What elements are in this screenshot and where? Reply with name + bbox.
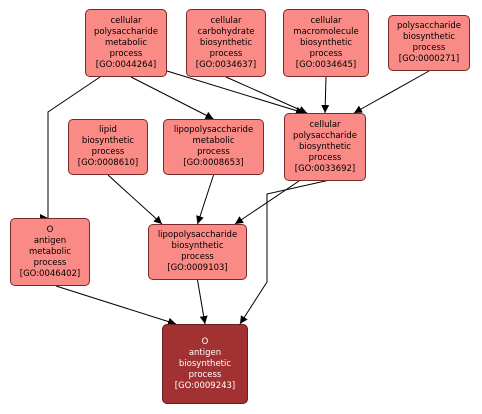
edge-go0009103-to-go0009243 (197, 279, 208, 325)
edge-go0046402-to-go0009243 (55, 285, 177, 326)
node-label-line: process (188, 369, 222, 380)
node-label-line: polysaccharide (396, 21, 462, 31)
go-id-label: [GO:0008653] (183, 158, 244, 168)
edge-go0008653-to-go0009103 (196, 174, 214, 225)
node-label-line: metabolic (104, 37, 148, 48)
node-label-line: O (201, 336, 209, 347)
node-label-line: process (309, 48, 343, 59)
edge-go0033692-to-go0009243 (239, 172, 362, 325)
edge-go0034637-to-go0033692 (225, 76, 308, 114)
node-label-line: cellular (110, 15, 142, 26)
node-label-line: O (46, 224, 54, 235)
go-id-label: [GO:0046402] (19, 268, 81, 279)
edge-go0008610-to-go0009103 (107, 174, 163, 225)
node-label-line: biosynthetic (299, 37, 353, 48)
node-label-line: biosynthetic (178, 358, 232, 369)
node-label-line: polysaccharide (292, 130, 358, 141)
node-label-line: biosynthetic (402, 32, 456, 42)
node-label-line: process (412, 43, 446, 53)
node-label-line: cellular (310, 15, 342, 26)
node-label-line: antigen (33, 235, 67, 246)
node-label-line: process (109, 48, 143, 59)
go-id-label: [GO:0000271] (398, 54, 460, 64)
node-label-line: biosynthetic (171, 241, 224, 251)
node-label-line: carbohydrate (197, 26, 255, 37)
edge-go0044264-to-go0008653 (130, 76, 214, 120)
node-label-line: lipid (99, 125, 117, 135)
go-id-label: [GO:0034637] (195, 59, 257, 70)
go-id-label: [GO:0008610] (77, 158, 139, 168)
node-label-line: cellular (309, 119, 341, 130)
node-label-line: biosynthetic (199, 37, 253, 48)
go-id-label: [GO:0044264] (95, 59, 157, 70)
node-label-line: lipopolysaccharide (157, 230, 238, 240)
go-id-label: [GO:0033692] (294, 163, 356, 174)
node-label-line: process (33, 257, 67, 268)
edge-go0044264-to-go0046402 (44, 76, 101, 218)
go-id-label: [GO:0009243] (174, 380, 236, 391)
node-label-line: metabolic (192, 136, 235, 146)
go-id-label: [GO:0009103] (167, 263, 228, 273)
node-label-line: biosynthetic (298, 141, 352, 152)
node-label-line: antigen (188, 347, 222, 358)
edge-go0000271-to-go0033692 (353, 70, 430, 114)
edge-go0034645-to-go0033692 (321, 76, 330, 114)
node-label-line: process (181, 252, 214, 262)
edge-go0044264-to-go0033692 (166, 70, 305, 115)
node-label-line: process (308, 152, 342, 163)
node-label-line: process (209, 48, 243, 59)
node-label-line: biosynthetic (81, 136, 135, 146)
node-label-line: metabolic (28, 246, 72, 257)
node-label-line: cellular (210, 15, 242, 26)
node-label-line: lipopolysaccharide (173, 125, 254, 135)
node-label-line: polysaccharide (93, 26, 159, 37)
node-label-line: process (91, 147, 125, 157)
node-label-line: macromolecule (293, 26, 359, 37)
node-label-line: process (197, 147, 230, 157)
go-id-label: [GO:0034645] (295, 59, 357, 70)
